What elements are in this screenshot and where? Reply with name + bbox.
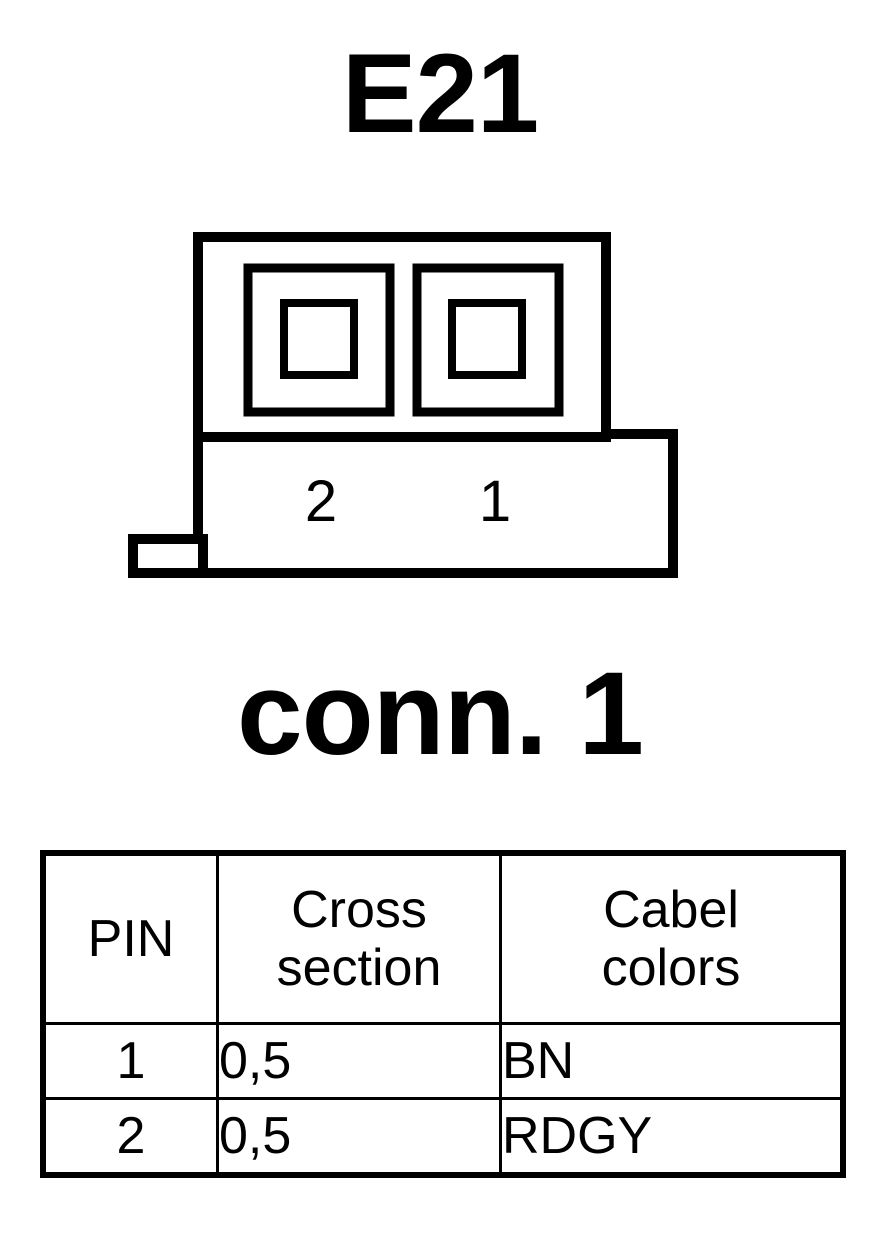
connector-lower-body: [193, 429, 678, 578]
table-cell-cross-section: 0,5: [216, 1022, 502, 1100]
connector-svg: 2 1: [128, 232, 678, 578]
pin-slot-inner-2: [280, 299, 358, 379]
table-header-row: PIN Cross section Cabel colors: [40, 850, 846, 1025]
page-title: E21: [341, 31, 539, 156]
pin-assignment-table: PIN Cross section Cabel colors 1 0,5 BN …: [40, 850, 846, 1178]
table-cell-cabel-color: RDGY: [499, 1097, 846, 1178]
connector-pin-label-1: 1: [479, 469, 511, 534]
table-header-cross-section: Cross section: [216, 850, 502, 1025]
table-header-cabel-colors: Cabel colors: [499, 850, 846, 1025]
table-row: 2 0,5 RDGY: [40, 1097, 846, 1178]
pin-slot-inner-1: [448, 299, 526, 379]
connector-caption: conn. 1: [236, 648, 644, 780]
table-cell-cross-section: 0,5: [216, 1097, 502, 1178]
connector-illustration: 2 1: [110, 215, 710, 595]
table-cell-pin: 1: [40, 1022, 219, 1100]
table-header-pin: PIN: [40, 850, 219, 1025]
table-cell-pin: 2: [40, 1097, 219, 1178]
table-cell-cabel-color: BN: [499, 1022, 846, 1100]
connector-pin-label-2: 2: [305, 469, 337, 534]
connector-latch-tab: [128, 534, 208, 578]
table-row: 1 0,5 BN: [40, 1022, 846, 1100]
